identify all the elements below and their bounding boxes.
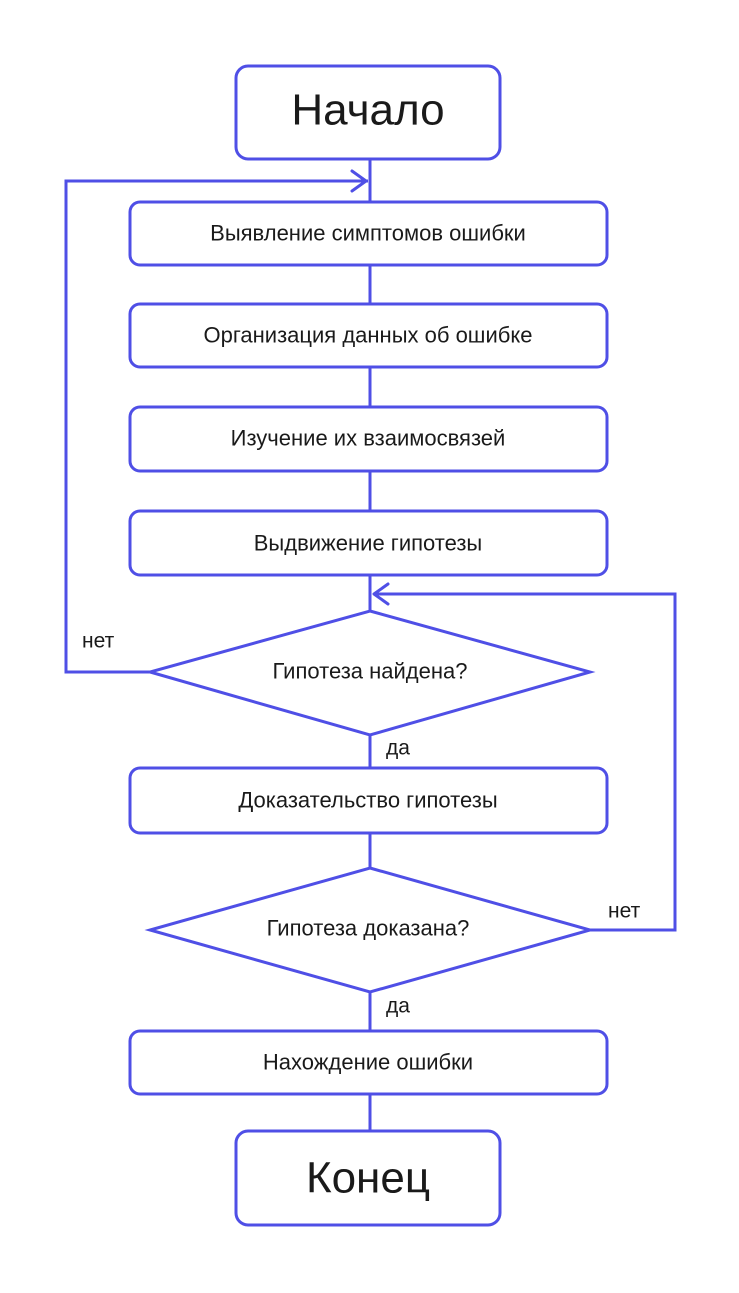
process-step-hypothesis: Выдвижение гипотезы <box>128 509 609 577</box>
step-final-label: Нахождение ошибки <box>263 1050 473 1075</box>
process-step-organize-data: Организация данных об ошибке <box>128 302 609 369</box>
arrowhead-loop-not-proven <box>372 582 390 606</box>
branch-no-proven-label: нет <box>608 900 641 923</box>
branch-no-found-label: нет <box>82 630 115 653</box>
decision-proven-label: Гипотеза доказана? <box>267 916 470 941</box>
step-relations-label: Изучение их взаимосвязей <box>231 426 506 451</box>
step-symptoms-label: Выявление симптомов ошибки <box>210 221 526 246</box>
decision-hypothesis-proven: Гипотеза доказана? <box>144 866 596 994</box>
decision-hypothesis-found: Гипотеза найдена? <box>144 609 596 737</box>
branch-yes-found-label: да <box>386 737 410 760</box>
end-terminal: Конец <box>234 1129 502 1227</box>
edge-loop-not-found <box>64 179 368 674</box>
process-step-symptoms: Выявление симптомов ошибки <box>128 200 609 267</box>
process-step-relations: Изучение их взаимосвязей <box>128 405 609 473</box>
connectors <box>64 160 677 1131</box>
process-step-proof: Доказательство гипотезы <box>128 766 609 835</box>
start-label: Начало <box>291 86 444 135</box>
edge-loop-not-proven <box>374 592 677 932</box>
decision-found-label: Гипотеза найдена? <box>272 659 467 684</box>
process-step-locate-bug: Нахождение ошибки <box>128 1029 609 1096</box>
step-hypothesis-label: Выдвижение гипотезы <box>254 531 483 556</box>
start-terminal: Начало <box>234 64 502 161</box>
branch-yes-proven-label: да <box>386 995 410 1018</box>
end-label: Конец <box>306 1154 430 1203</box>
step-proof-label: Доказательство гипотезы <box>238 788 497 813</box>
step-organize-label: Организация данных об ошибке <box>204 323 533 348</box>
arrowhead-loop-not-found <box>350 169 368 193</box>
